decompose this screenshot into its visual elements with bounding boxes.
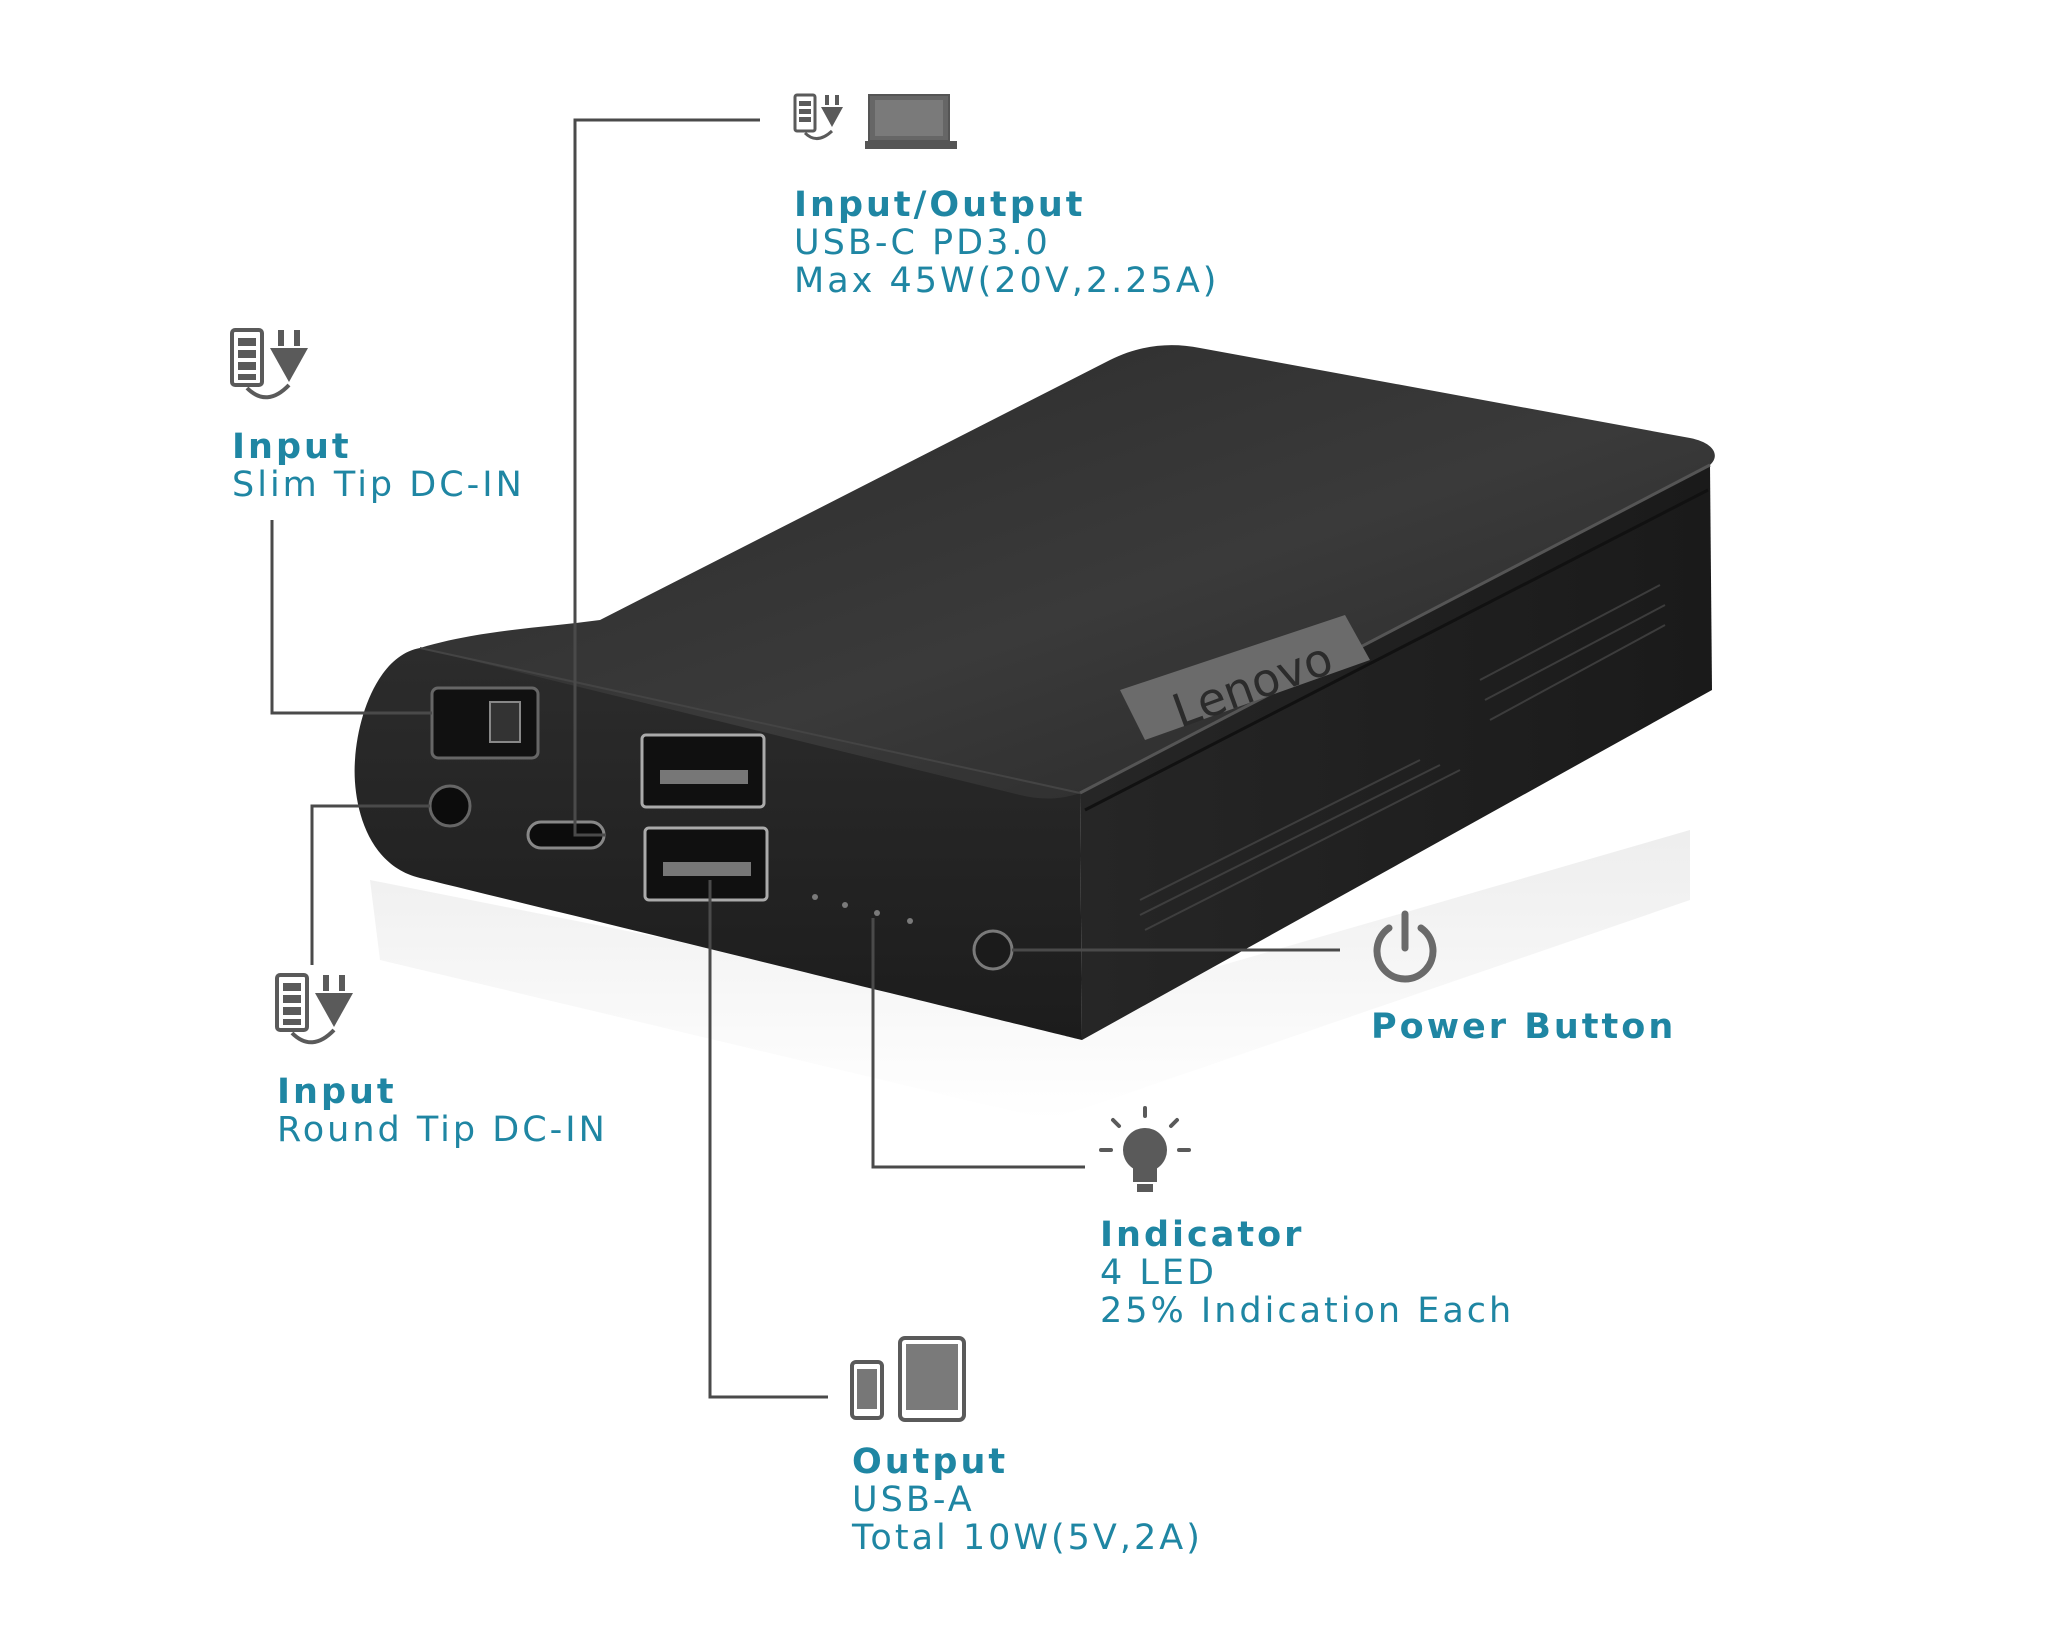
callout-slim-line1: Slim Tip DC-IN [232,465,525,505]
laptop-icon [865,94,957,149]
device-reflection [370,830,1690,1120]
callout-usba-title: Output [852,1442,1009,1482]
callout-round: Input Round Tip DC-IN [277,1073,608,1149]
power-bank-body: Lenovo [354,345,1715,1040]
battery-plug-icon-slim [230,328,308,400]
callout-power: Power Button [1371,1008,1676,1046]
callout-usbc-line2: Max 45W(20V,2.25A) [794,261,1220,301]
slim-tip-port [430,686,540,760]
tablet-icon [898,1336,966,1422]
callout-round-line1: Round Tip DC-IN [277,1110,608,1150]
leader-round [310,804,430,965]
round-tip-port [428,784,472,828]
leader-usba [708,880,828,1399]
leader-lines [270,118,1340,1399]
callout-indicator-line2: 25% Indication Each [1100,1291,1515,1331]
led-indicators [812,894,913,924]
battery-plug-icon [793,93,843,140]
callout-power-title: Power Button [1371,1007,1677,1047]
leader-slim [270,520,432,715]
lightbulb-icon [1099,1106,1191,1192]
callout-slim: Input Slim Tip DC-IN [232,428,525,504]
leader-indicator [871,918,1085,1169]
callout-slim-title: Input [232,427,352,467]
callout-usbc: Input/Output USB-C PD3.0 Max 45W(20V,2.2… [794,186,1219,300]
brand-plate [1120,615,1370,740]
battery-plug-icon-round [275,973,353,1045]
callout-usba-line1: USB-A [852,1480,975,1520]
callout-indicator-line1: 4 LED [1100,1253,1217,1293]
callout-usbc-line1: USB-C PD3.0 [794,223,1051,263]
callout-usba-line2: Total 10W(5V,2A) [852,1518,1203,1558]
callout-indicator-title: Indicator [1100,1215,1305,1255]
usb-a-port-top [640,733,766,809]
callout-usbc-title: Input/Output [794,185,1086,225]
power-icon [1373,910,1437,983]
power-button [972,929,1014,971]
usb-a-port-bottom [643,826,769,902]
callout-usba: Output USB-A Total 10W(5V,2A) [852,1443,1203,1557]
callout-indicator: Indicator 4 LED 25% Indication Each [1100,1216,1514,1330]
callout-round-title: Input [277,1072,397,1112]
leader-usbc [573,118,760,837]
phone-icon [850,1360,884,1420]
